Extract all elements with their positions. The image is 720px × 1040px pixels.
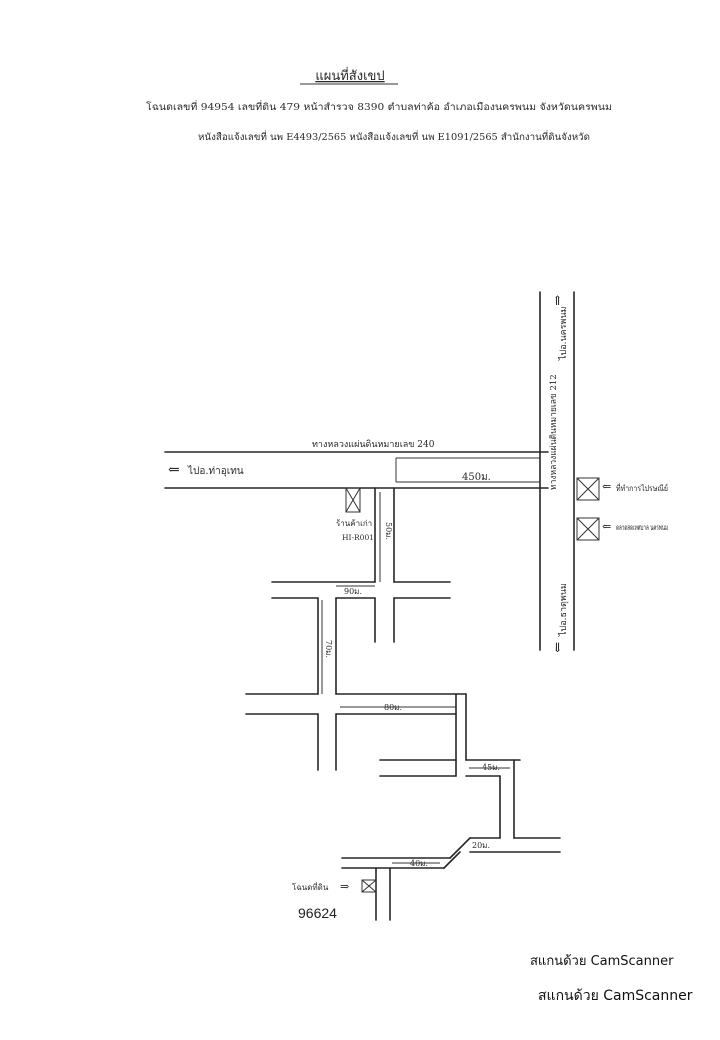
side-road-1 [374,487,395,583]
main-road-label: ทางหลวงแผ่นดินหมายเลข 240 [312,439,435,450]
distance-70: 70ม. [324,640,333,658]
landmark-box-upper [576,477,600,501]
vertical-road-label: ทางหลวงแผ่นดินหมายเลข 212 [549,374,559,490]
distance-40: 40ม. [410,859,428,868]
arrow-right-lower-icon: ⇐ [602,520,611,533]
down-arrow-icon: ⇓ [552,641,563,656]
distance-50: 50ม. [384,522,393,540]
to-top-label: ไปอ.นครพนม [558,306,569,361]
plot-label: โฉนดที่ดิน [292,881,329,892]
winding-road [341,693,561,921]
landmark-lower-label: ตลาดสดเทศบาล นครพนม [616,523,668,532]
scanner-watermark-2: สแกนด้วย CamScanner [538,988,693,1004]
distance-450: 450ม. [462,472,491,483]
distance-20: 20ม. [472,841,490,850]
plot-arrow-icon: ⇒ [340,880,349,893]
landmark-box-lower [576,517,600,541]
distance-90: 90ม. [344,587,362,596]
vertical-road [539,291,575,651]
plot-marker-box [361,879,377,893]
arrow-right-upper-icon: ⇐ [602,480,611,493]
to-left-label: ไปอ.ท่าอุเทน [187,465,244,477]
distance-45: 45ม. [482,763,500,772]
landmark-left-label: ร้านค้าเก่า [336,519,372,528]
cross-street-2 [245,693,467,771]
map-title: แผนที่สังเขป [315,67,384,84]
landmark-left-code: HI-R001 [342,533,374,542]
scanner-watermark-1: สแกนด้วย CamScanner [530,954,674,969]
connector-road [317,597,337,695]
plot-id: 96624 [298,905,337,921]
cross-street-1 [271,581,451,643]
left-arrow-icon: ⇐ [168,462,180,478]
up-arrow-icon: ⇑ [552,294,563,309]
landmark-upper-label: ที่ทำการไปรษณีย์ [616,482,668,493]
to-bottom-label: ไปอ.ธาตุพนม [558,583,569,637]
landmark-box-left [345,487,361,513]
header-line-2: หนังสือแจ้งเลขที่ นพ E4493/2565 หนังสือแ… [198,130,590,143]
header-line-1: โฉนดเลขที่ 94954 เลขที่ดิน 479 หน้าสำรวจ… [146,100,612,113]
distance-80: 80ม. [384,703,402,712]
